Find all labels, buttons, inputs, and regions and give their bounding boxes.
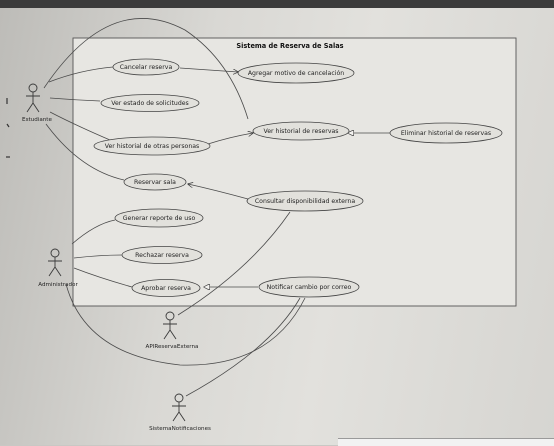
use-case-label: Cancelar reserva <box>120 64 173 71</box>
margin-marks <box>6 98 10 158</box>
use-case-label: Aprobar reserva <box>141 285 191 292</box>
link-otras-historial <box>207 133 253 145</box>
link-cancelar-motivo <box>179 67 238 72</box>
use-case-historial[interactable]: Ver historial de reservas <box>252 121 350 141</box>
link-estudiante-cancelar <box>48 66 114 83</box>
actor-label: Administrador <box>38 282 78 288</box>
use-case-reporte[interactable]: Generar reporte de uso <box>114 208 204 228</box>
actor-head-icon <box>28 83 38 93</box>
use-case-cancelar[interactable]: Cancelar reserva <box>112 58 180 76</box>
link-estudiante-reservar <box>45 123 125 181</box>
actor-estudiante[interactable]: Estudiante <box>22 83 53 123</box>
use-case-label: Rechazar reserva <box>135 252 189 259</box>
actor-administrador[interactable]: Administrador <box>38 248 78 288</box>
link-estudiante-estado <box>49 97 101 102</box>
use-case-label: Consultar disponibilidad externa <box>255 198 355 205</box>
actor-label: Estudiante <box>22 117 52 123</box>
link-consultar-reservar <box>188 184 249 200</box>
actor-head-icon <box>174 393 184 403</box>
actor-head-icon <box>165 311 175 321</box>
use-case-motivo[interactable]: Agregar motivo de cancelación <box>237 62 355 84</box>
connections <box>43 18 390 397</box>
link-admin-aprobar <box>73 267 133 288</box>
link-admin-notificar <box>65 283 306 366</box>
use-case-rechazar[interactable]: Rechazar reserva <box>121 246 203 264</box>
use-case-label: Ver estado de solicitudes <box>111 100 189 107</box>
link-notif-notificar <box>185 297 301 397</box>
use-case-label: Ver historial de otras personas <box>105 143 200 150</box>
link-admin-rechazar <box>73 254 123 259</box>
actor-sistema-notificaciones[interactable]: SistemaNotificaciones <box>149 393 211 432</box>
use-case-aprobar[interactable]: Aprobar reserva <box>131 279 201 297</box>
actor-api-externa[interactable]: APIReservaExterna <box>146 311 199 350</box>
link-admin-reporte <box>71 219 116 245</box>
use-case-estado[interactable]: Ver estado de solicitudes <box>100 94 200 112</box>
use-case-reservar[interactable]: Reservar sala <box>123 173 187 191</box>
use-case-consultar[interactable]: Consultar disponibilidad externa <box>246 190 364 212</box>
system-title: Sistema de Reserva de Salas <box>236 42 343 50</box>
use-case-label: Generar reporte de uso <box>123 215 196 222</box>
link-api-consultar <box>177 211 291 316</box>
use-case-notificar[interactable]: Notificar cambio por correo <box>258 276 360 298</box>
paper-edge <box>338 438 554 446</box>
link-estudiante-historial-otras <box>49 111 111 141</box>
use-case-eliminar[interactable]: Eliminar historial de reservas <box>389 122 503 144</box>
use-case-label: Agregar motivo de cancelación <box>248 69 344 77</box>
use-case-label: Eliminar historial de reservas <box>401 130 491 137</box>
use-case-label: Notificar cambio por correo <box>267 284 352 291</box>
actor-label: SistemaNotificaciones <box>149 426 211 432</box>
use-case-label: Reservar sala <box>134 179 176 186</box>
link-estudiante-historial <box>43 18 249 120</box>
use-case-label: Ver historial de reservas <box>263 128 338 135</box>
actor-label: APIReservaExterna <box>146 344 199 350</box>
actor-head-icon <box>50 248 60 258</box>
use-case-historial-otras[interactable]: Ver historial de otras personas <box>93 136 211 156</box>
